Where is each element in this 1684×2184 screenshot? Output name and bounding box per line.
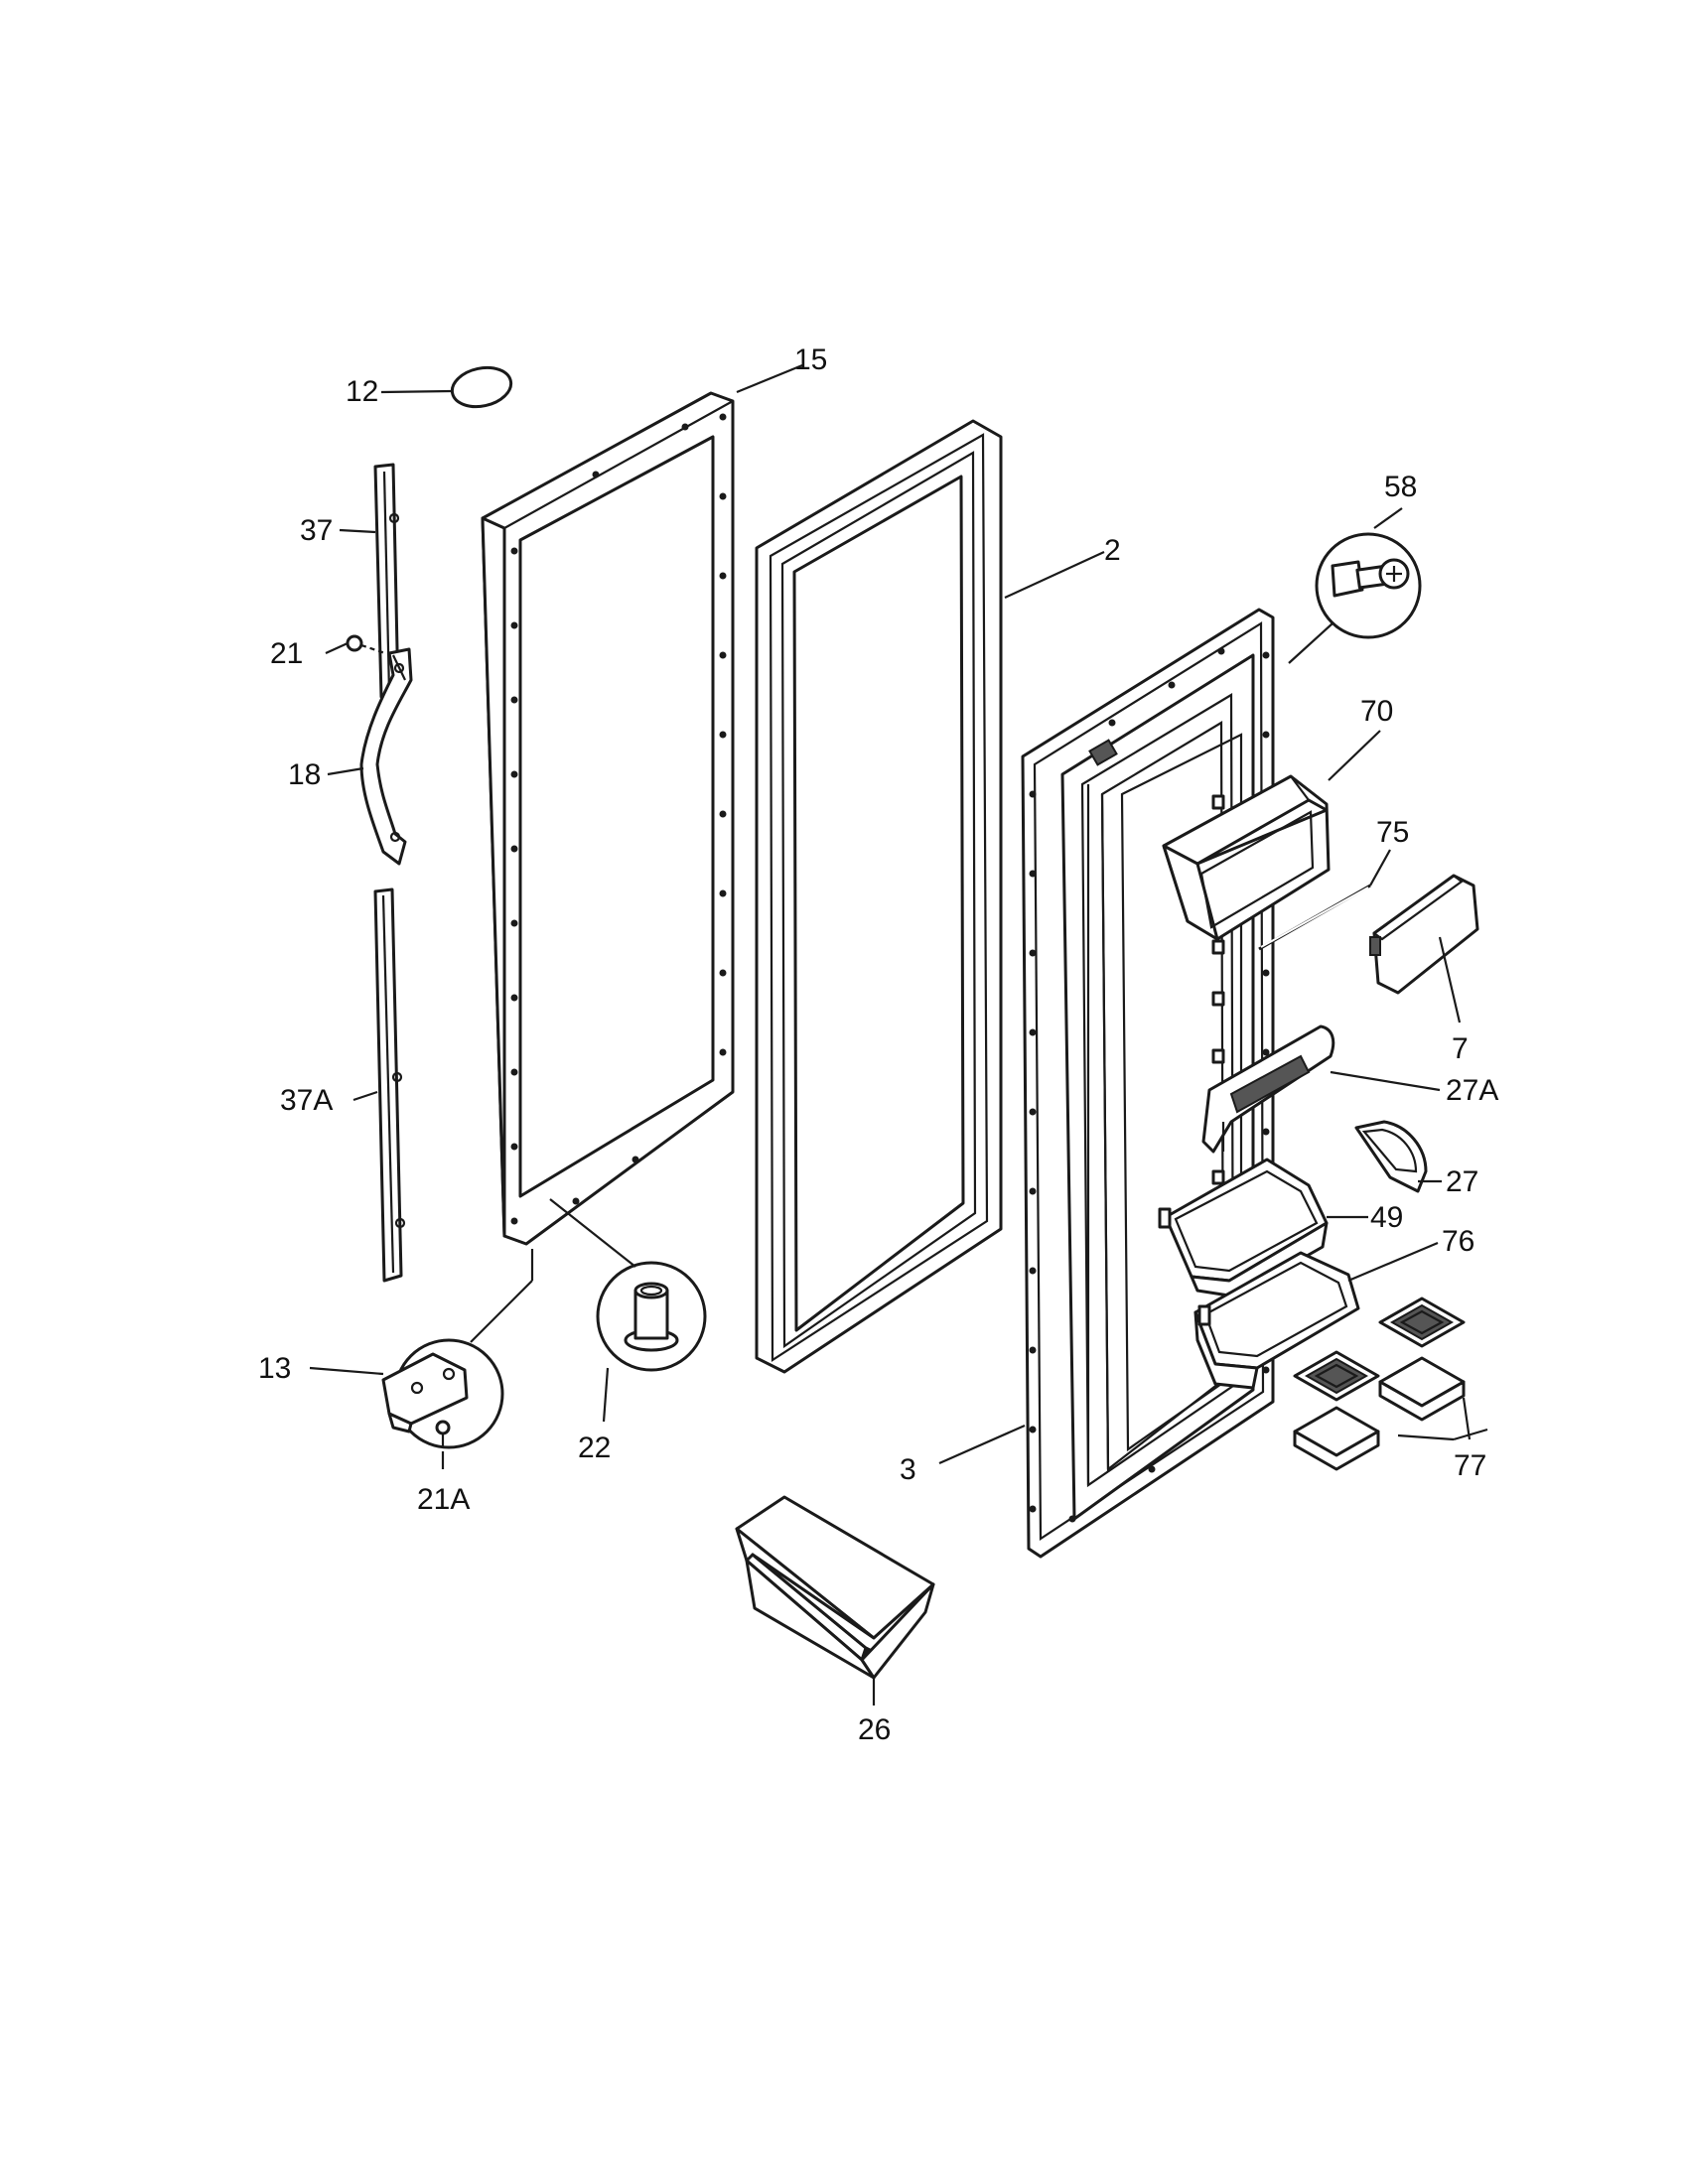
part-12-badge — [450, 365, 513, 409]
part-18-handle — [359, 647, 413, 866]
part-22-bushing-detail — [596, 1261, 707, 1372]
callout-77: 77 — [1454, 1449, 1486, 1482]
part-2-gasket — [755, 419, 1003, 1374]
callout-21A: 21A — [417, 1483, 470, 1516]
part-70-top-bin — [1162, 774, 1331, 941]
callout-22: 22 — [578, 1432, 611, 1464]
callout-37A: 37A — [280, 1084, 333, 1117]
callout-12: 12 — [346, 375, 378, 408]
callout-13: 13 — [258, 1352, 291, 1385]
callout-labels: 12 15 37 21 18 37A 13 21A 22 2 58 70 75 … — [258, 343, 1498, 1746]
part-27A-shelf-front — [1201, 1024, 1335, 1154]
callout-15: 15 — [794, 343, 827, 376]
part-27-end-cap — [1354, 1120, 1428, 1193]
callout-7: 7 — [1452, 1032, 1469, 1065]
part-77-containers — [1293, 1297, 1466, 1471]
part-76-bin — [1193, 1251, 1360, 1390]
callout-3: 3 — [900, 1453, 916, 1486]
callout-27: 27 — [1446, 1165, 1478, 1198]
part-7-cover — [1369, 874, 1479, 995]
leader-lines — [309, 363, 1488, 1706]
callout-75: 75 — [1376, 816, 1409, 849]
part-13-hinge-detail — [381, 1338, 504, 1449]
callout-70: 70 — [1360, 695, 1393, 728]
callout-2: 2 — [1104, 534, 1121, 567]
callout-26: 26 — [858, 1713, 891, 1746]
callout-49: 49 — [1370, 1201, 1403, 1234]
callout-21: 21 — [270, 637, 303, 670]
part-75-rod — [1258, 884, 1371, 951]
callout-18: 18 — [288, 758, 321, 791]
callout-58: 58 — [1384, 471, 1417, 503]
part-37A-lower-trim — [373, 887, 406, 1283]
callout-76: 76 — [1442, 1225, 1474, 1258]
callout-27A: 27A — [1446, 1074, 1498, 1107]
part-58-screw-detail — [1315, 532, 1422, 639]
part-15-door-panel — [481, 391, 735, 1246]
part-26-bin — [735, 1495, 935, 1680]
callout-37: 37 — [300, 514, 333, 547]
